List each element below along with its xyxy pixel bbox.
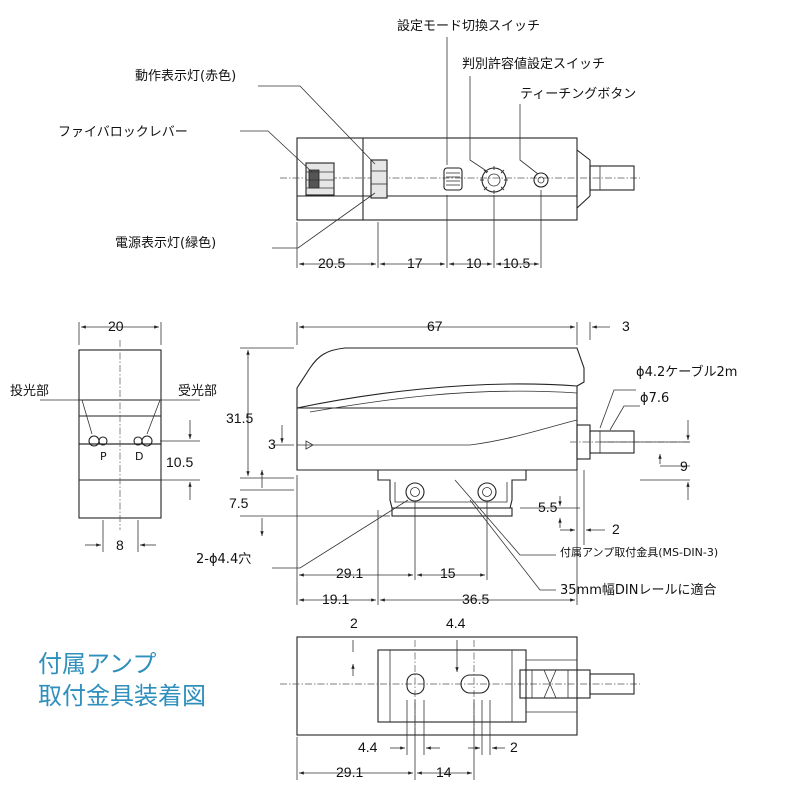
dim-top-a: 20.5 xyxy=(318,255,345,271)
fiber-lock-lever xyxy=(305,162,335,196)
dim-width-20: 20 xyxy=(108,318,124,334)
label-fiber-lock-lever: ファイバロックレバー xyxy=(58,125,188,140)
bottom-view xyxy=(280,636,640,780)
dim-h9: 9 xyxy=(680,458,688,474)
label-emitter: 投光部 xyxy=(10,383,49,399)
dim-d15: 15 xyxy=(440,565,456,581)
label-power-led: 電源表示灯(緑色) xyxy=(115,235,216,251)
label-operation-led: 動作表示灯(赤色) xyxy=(135,68,236,84)
bracket-holes xyxy=(405,482,497,502)
label-setting-mode-switch: 設定モード切換スイッチ xyxy=(397,18,540,34)
dim-length-67: 67 xyxy=(427,318,443,334)
dim-b-29-1: 29.1 xyxy=(336,764,363,780)
teaching-button xyxy=(533,172,549,188)
label-teaching-button: ティーチングボタン xyxy=(520,87,636,102)
dim-b-4-4-bottom: 4.4 xyxy=(358,739,378,755)
bottom-view-body xyxy=(296,636,578,736)
tolerance-dial xyxy=(480,166,508,194)
label-receiver: 受光部 xyxy=(178,384,217,399)
dim-h10-5: 10.5 xyxy=(166,454,193,470)
dim-d36-5: 36.5 xyxy=(462,591,489,607)
setting-mode-switch xyxy=(443,167,463,191)
label-bracket-attached: 付属アンプ取付金具(MS-DIN-3) xyxy=(560,545,718,559)
title-line-1: 付属アンプ xyxy=(38,650,156,678)
label-receiver-mark: D xyxy=(135,450,143,463)
dim-b-2-bottom: 2 xyxy=(510,739,518,755)
bottom-slot-right xyxy=(460,674,490,694)
label-din-rail: 35mm幅DINレールに適合 xyxy=(560,582,716,598)
dim-h3: 3 xyxy=(268,436,276,452)
dim-top-c: 10 xyxy=(466,255,482,271)
side-view xyxy=(240,322,690,605)
receiver-port xyxy=(133,435,153,447)
led-block xyxy=(370,159,388,199)
top-view xyxy=(240,37,640,268)
side-view-body xyxy=(296,347,585,471)
dim-h7-5: 7.5 xyxy=(229,495,249,511)
label-tolerance-switch: 判別許容値設定スイッチ xyxy=(462,56,605,72)
dim-d2: 2 xyxy=(612,521,620,537)
dim-b-14: 14 xyxy=(436,764,452,780)
front-view xyxy=(40,322,200,552)
label-emitter-mark: P xyxy=(100,450,107,463)
dim-d29-1: 29.1 xyxy=(336,565,363,581)
bottom-cable xyxy=(589,673,635,695)
dim-top-d: 10.5 xyxy=(503,255,530,271)
label-cable: ϕ4.2ケーブル2m xyxy=(636,364,737,380)
dim-w8: 8 xyxy=(116,537,124,553)
top-view-body xyxy=(296,137,578,221)
dim-b-2: 2 xyxy=(350,615,358,631)
dim-d19-1: 19.1 xyxy=(322,591,349,607)
dim-d5-5: 5.5 xyxy=(538,499,558,515)
dim-d3: 3 xyxy=(622,318,630,334)
dim-h31-5: 31.5 xyxy=(226,410,253,426)
label-holes: 2-ϕ4.4穴 xyxy=(196,552,251,567)
dim-top-b: 17 xyxy=(407,255,423,271)
bottom-slot-left xyxy=(406,673,425,695)
label-cable-od: ϕ7.6 xyxy=(640,391,669,406)
title-line-2: 取付金具装着図 xyxy=(38,682,206,710)
bottom-view-bracket xyxy=(377,649,527,723)
emitter-port xyxy=(88,435,108,447)
dim-b-4-4-top: 4.4 xyxy=(446,615,466,631)
top-view-cable xyxy=(589,165,635,191)
